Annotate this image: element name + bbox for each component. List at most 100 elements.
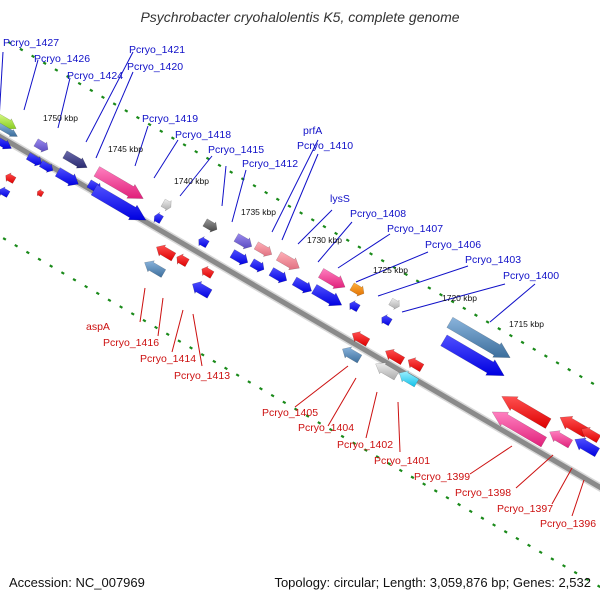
lower-tick-mark — [95, 291, 100, 296]
forward-gene-label: Pcryo_1410 — [297, 140, 353, 152]
upper-tick-mark — [7, 40, 12, 45]
leader-line — [571, 479, 585, 517]
reverse-gene-arrow — [144, 260, 167, 278]
leader-line — [317, 221, 353, 263]
upper-tick-mark — [310, 218, 315, 222]
lower-tick-mark — [480, 516, 485, 520]
scale-label: 1725 kbp — [373, 265, 408, 275]
upper-tick-mark — [19, 47, 24, 52]
lower-tick-mark — [177, 339, 182, 343]
upper-tick-mark — [404, 272, 408, 277]
lower-tick-mark — [282, 400, 287, 405]
leader-line — [139, 287, 146, 323]
forward-gene-label: Pcryo_1408 — [350, 208, 406, 220]
lower-tick-mark — [107, 298, 112, 302]
backbone-line — [0, 133, 600, 491]
reverse-gene-label: Pcryo_1413 — [174, 370, 230, 382]
forward-gene-label: Pcryo_1427 — [3, 37, 59, 49]
lower-tick-mark — [130, 312, 135, 316]
lower-tick-mark — [538, 550, 543, 554]
leader-line — [365, 391, 378, 439]
forward-gene-arrow — [233, 233, 253, 250]
forward-gene-arrow — [446, 316, 511, 358]
reverse-gene-arrow — [5, 172, 17, 184]
feature-layer — [0, 113, 600, 458]
reverse-gene-arrow — [375, 362, 400, 381]
upper-tick-mark — [485, 320, 490, 324]
leader-line — [171, 309, 184, 353]
lower-tick-mark — [270, 393, 275, 398]
upper-tick-mark — [135, 115, 140, 120]
reverse-gene-arrow — [381, 313, 393, 327]
upper-tick-mark — [170, 136, 175, 140]
lower-tick-mark — [398, 468, 403, 473]
reverse-gene-arrow — [201, 265, 215, 279]
upper-tick-mark — [66, 75, 70, 79]
lower-tick-mark — [422, 482, 427, 486]
forward-gene-arrow — [311, 284, 343, 307]
lower-tick-mark — [72, 278, 77, 282]
upper-tick-mark — [159, 129, 164, 134]
scale-label: 1720 kbp — [442, 293, 477, 303]
scale-label: 1740 kbp — [174, 176, 209, 186]
lower-tick-mark — [387, 461, 392, 466]
upper-tick-mark — [392, 265, 397, 270]
forward-gene-arrow — [249, 258, 265, 273]
reverse-gene-arrow — [501, 396, 552, 429]
upper-tick-mark — [357, 245, 362, 249]
forward-gene-label: Pcryo_1421 — [129, 44, 185, 56]
lower-tick-mark — [433, 489, 438, 493]
leader-line — [297, 209, 333, 245]
forward-gene-arrow — [202, 218, 218, 233]
leader-line — [397, 401, 401, 453]
reverse-gene-arrow — [192, 281, 213, 299]
lower-tick-mark — [503, 530, 508, 534]
reverse-gene-arrow — [581, 426, 600, 444]
reverse-gene-label: Pcryo_1398 — [455, 487, 511, 499]
leader-line — [0, 51, 4, 112]
upper-tick-mark — [462, 306, 467, 311]
reverse-gene-arrow — [574, 437, 600, 458]
upper-tick-mark — [217, 163, 222, 168]
lower-tick-mark — [445, 495, 450, 500]
upper-tick-mark — [194, 149, 199, 154]
reverse-gene-label: Pcryo_1416 — [103, 337, 159, 349]
leader-line — [192, 313, 203, 367]
upper-tick-mark — [229, 170, 234, 174]
scale-label: 1750 kbp — [43, 113, 78, 123]
reverse-gene-arrow — [349, 299, 361, 313]
scale-label: 1735 kbp — [241, 207, 276, 217]
upper-tick-mark — [555, 361, 560, 365]
lower-tick-mark — [468, 509, 473, 514]
upper-tick-mark — [31, 54, 35, 59]
leader-line — [469, 445, 513, 475]
lower-tick-mark — [352, 441, 357, 446]
leader-line — [221, 165, 227, 207]
lower-tick-mark — [119, 305, 123, 309]
lower-tick-mark — [200, 352, 205, 357]
backbone-layer — [0, 132, 600, 492]
reverse-gene-arrow — [176, 253, 190, 268]
leader-line — [515, 454, 554, 489]
reverse-gene-arrow — [407, 357, 425, 373]
upper-tick-mark — [497, 327, 502, 331]
upper-tick-mark — [590, 381, 595, 386]
reverse-gene-label: Pcryo_1397 — [497, 503, 553, 515]
upper-tick-mark — [543, 354, 548, 358]
forward-gene-label: lysS — [330, 193, 350, 205]
forward-gene-arrow — [349, 282, 365, 297]
lower-tick-mark — [515, 536, 520, 541]
leader-line — [153, 139, 179, 179]
leader-line — [551, 467, 573, 505]
forward-gene-arrow — [25, 152, 43, 167]
reverse-gene-label: Pcryo_1399 — [414, 471, 470, 483]
reverse-gene-label: Pcryo_1404 — [298, 422, 354, 434]
forward-gene-arrow — [0, 113, 17, 130]
upper-tick-mark — [322, 224, 327, 229]
lower-tick-mark — [550, 557, 555, 561]
reverse-gene-label: Pcryo_1396 — [540, 518, 596, 530]
leader-line — [271, 139, 319, 233]
forward-gene-arrow — [90, 184, 147, 221]
lower-tick-mark — [410, 475, 415, 480]
